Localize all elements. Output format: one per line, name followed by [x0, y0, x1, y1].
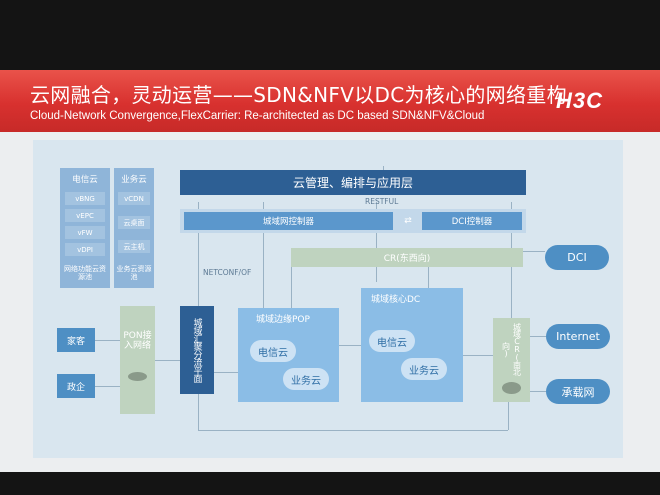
metro-controller: 城域网控制器: [184, 212, 393, 230]
business-app-vcdn: vCDN: [118, 192, 150, 205]
dci-controller: DCI控制器: [422, 212, 522, 230]
business-app-desktop: 云桌面: [118, 216, 150, 229]
connector-cr-bearer: [530, 391, 546, 392]
business-pool-caption: 业务云资源池: [116, 264, 152, 281]
restful-label: RESTFUL: [365, 197, 399, 206]
connector-pon-aggregation: [155, 360, 180, 361]
telecom-vnf-vbng: vBNG: [65, 192, 105, 205]
connector-cr-pop: [291, 260, 292, 308]
connector-controller-aggregation: [198, 202, 199, 374]
connector-controller-dc: [376, 202, 377, 282]
connector-aggregation-pop: [214, 372, 238, 373]
telecom-cloud-title: 电信云: [72, 175, 98, 185]
orchestration-layer: 云管理、编排与应用层: [180, 170, 526, 195]
pon-access-network: PON接入网络: [120, 306, 155, 414]
connector-pop-dc: [339, 345, 361, 346]
telecom-vnf-vepc: vEPC: [65, 209, 105, 222]
title-banner: 云网融合，灵动运营——SDN&NFV以DC为核心的网络重构 Cloud-Netw…: [0, 70, 660, 132]
metro-core-dc: 城域核心DC 电信云 业务云: [361, 288, 463, 402]
bearer-network-node: 承载网: [546, 379, 610, 404]
business-cloud-pool: 业务云 vCDN 云桌面 云主机 业务云资源池: [114, 168, 154, 288]
telecom-cloud-pool: 电信云 vBNG vEPC vFW vDPI 网络功能云资源池: [60, 168, 110, 288]
metro-core-dc-title: 城域核心DC: [371, 295, 421, 305]
connector-cr-dci: [523, 251, 545, 252]
connector-home-pon: [95, 340, 120, 341]
connector-dc-cr: [463, 355, 493, 356]
controller-link-arrow: ⇄: [404, 216, 412, 226]
business-cloud-title: 业务云: [121, 175, 147, 185]
telecom-pool-caption: 网络功能云资源池: [64, 264, 106, 281]
pop-telecom-cloud: 电信云: [250, 340, 296, 362]
telecom-vnf-vdpi: vDPI: [65, 243, 105, 256]
internet-node: Internet: [546, 324, 610, 349]
router-icon: [502, 382, 521, 394]
slide-title-en: Cloud-Network Convergence,FlexCarrier: R…: [30, 110, 485, 122]
gov-enterprise-customer: 政企: [57, 374, 95, 398]
metro-edge-pop-title: 城域边缘POP: [256, 315, 310, 325]
metro-edge-pop: 城域边缘POP 电信云 业务云: [238, 308, 339, 402]
projected-slide: 云网融合，灵动运营——SDN&NFV以DC为核心的网络重构 Cloud-Netw…: [0, 70, 660, 472]
connector-gov-pon: [95, 386, 120, 387]
netconf-label: NETCONF/OF: [203, 268, 252, 277]
home-customer: 家客: [57, 328, 95, 352]
dci-node: DCI: [545, 245, 609, 270]
cr-east-west: CR(东西向): [291, 248, 523, 267]
dc-business-cloud: 业务云: [401, 358, 447, 380]
business-app-host: 云主机: [118, 240, 150, 253]
metro-cr-north-south: 城域CR(南北向): [493, 318, 530, 402]
connector-controller-pop: [263, 202, 264, 320]
metro-aggregation-plane: 城域汇聚分流平面: [180, 306, 214, 394]
dc-telecom-cloud: 电信云: [369, 330, 415, 352]
connector-cr-internet: [530, 336, 546, 337]
bus-left-drop: [198, 394, 199, 430]
pon-device-icon: [128, 372, 147, 381]
telecom-vnf-vfw: vFW: [65, 226, 105, 239]
bottom-bus-line: [198, 430, 508, 431]
pon-access-label: PON接入网络: [123, 330, 152, 351]
metro-cr-label: 城域CR(南北向): [501, 323, 522, 375]
metro-aggregation-label: 城域汇聚分流平面: [191, 318, 202, 382]
h3c-logo: H3C: [556, 88, 604, 113]
slide-title-cn: 云网融合，灵动运营——SDN&NFV以DC为核心的网络重构: [30, 83, 567, 107]
architecture-diagram: 电信云 vBNG vEPC vFW vDPI 网络功能云资源池 业务云 vCDN…: [33, 140, 623, 458]
connector-cr-dc: [428, 260, 429, 288]
bus-right-drop: [508, 402, 509, 430]
pop-business-cloud: 业务云: [283, 368, 329, 390]
